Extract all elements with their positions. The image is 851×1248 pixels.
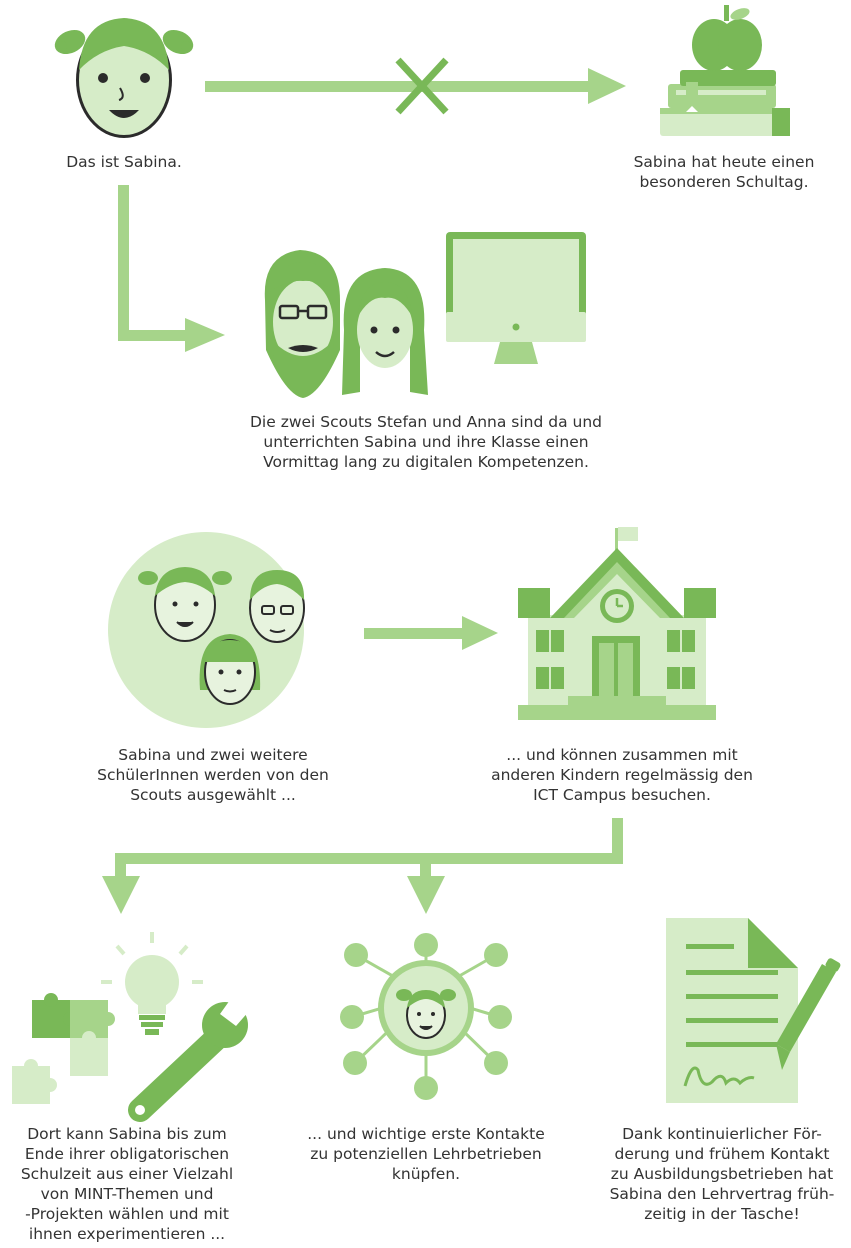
caption-sabina: Das ist Sabina. [66,153,182,171]
network-contacts-icon [340,933,512,1100]
caption-selected: Sabina und zwei weitere SchülerInnen wer… [97,746,329,804]
caption-contract: Dank kontinuierlicher För- derung und fr… [609,1125,835,1223]
students-circle-icon [108,532,305,728]
arrow-sabina-to-schoolday [205,68,626,104]
arrow-students-to-campus [364,616,498,650]
pen-icon [776,958,841,1070]
caption-school-day: Sabina hat heute einen besonderen Schult… [633,153,815,191]
monitor-icon [446,232,586,364]
caption-campus: ... und können zusammen mit anderen Kind… [491,746,753,804]
caption-mint: Dort kann Sabina bis zum Ende ihrer obli… [20,1125,234,1243]
caption-scouts: Die zwei Scouts Stefan und Anna sind da … [249,413,602,471]
contract-document-icon [666,918,798,1103]
scouts-faces-icon [264,250,428,398]
apple-books-icon [660,5,790,136]
puzzle-bulb-wrench-icon [12,932,250,1122]
girl-face-icon [54,18,194,138]
arrow-campus-split [102,818,623,914]
cross-icon [395,57,449,115]
caption-contacts: ... und wichtige erste Kontakte zu poten… [307,1125,545,1183]
arrow-sabina-to-scouts [118,185,225,352]
school-building-icon [518,527,716,720]
